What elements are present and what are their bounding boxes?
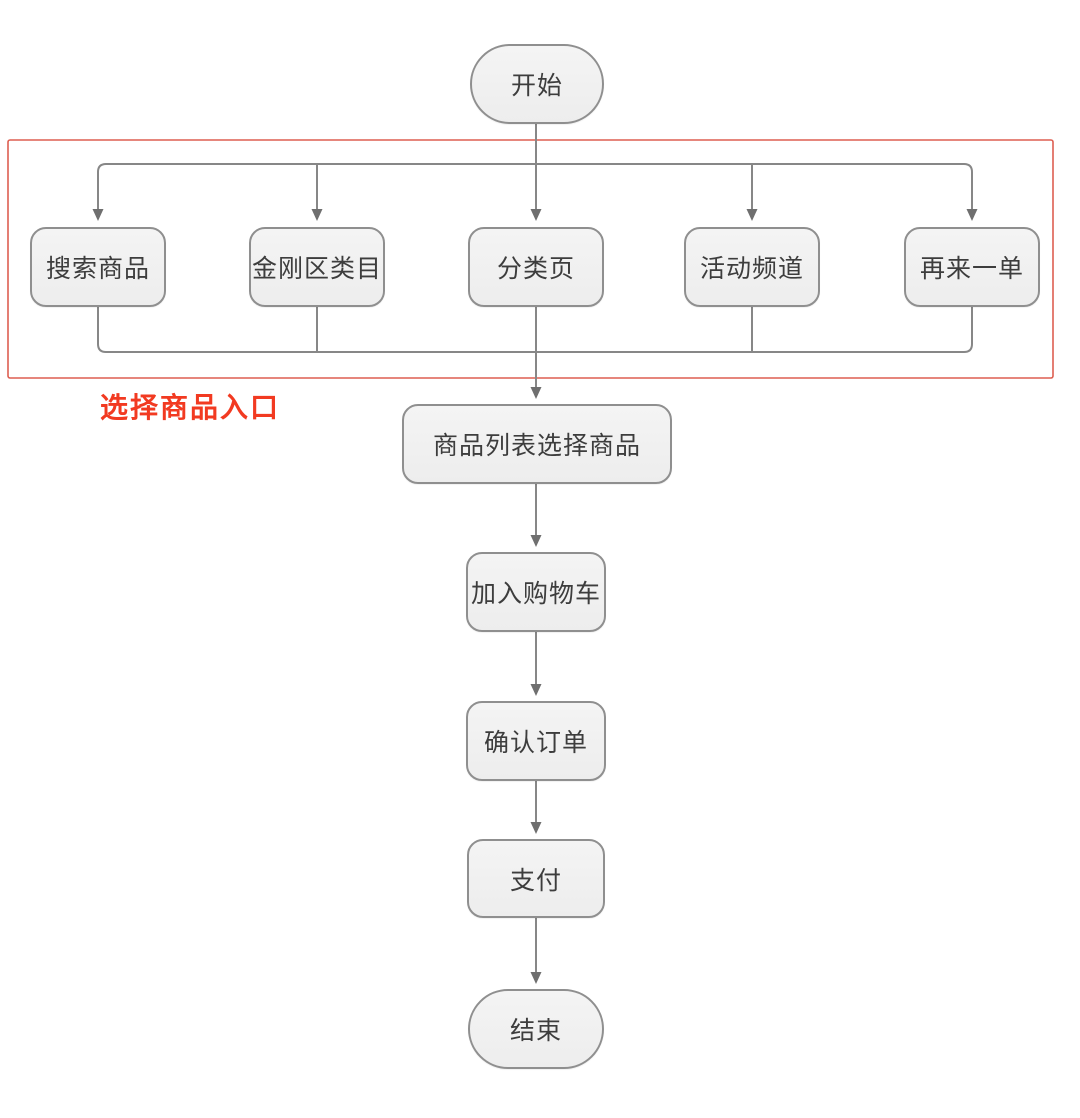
process-node-product-list: 商品列表选择商品: [402, 404, 672, 484]
connector-arrow-search: [92, 163, 107, 221]
entry-group-outline: [7, 139, 1054, 379]
entry-node-reorder: 再来一单: [904, 227, 1040, 307]
entry-group-label: 选择商品入口: [100, 392, 281, 423]
connector-merge-left: [97, 307, 536, 353]
process-node-confirm-order: 确认订单: [466, 701, 606, 781]
process-node-pay: 支付: [467, 839, 605, 918]
start-node: 开始: [470, 44, 604, 124]
entry-node-activity: 活动频道: [684, 227, 820, 307]
connector-arrow-reorder: [963, 163, 978, 221]
process-node-add-to-cart: 加入购物车: [466, 552, 606, 632]
entry-node-search: 搜索商品: [30, 227, 166, 307]
entry-node-kingkong: 金刚区类目: [249, 227, 385, 307]
end-node: 结束: [468, 989, 604, 1069]
connector-merge-right: [536, 307, 973, 353]
entry-node-category: 分类页: [468, 227, 604, 307]
